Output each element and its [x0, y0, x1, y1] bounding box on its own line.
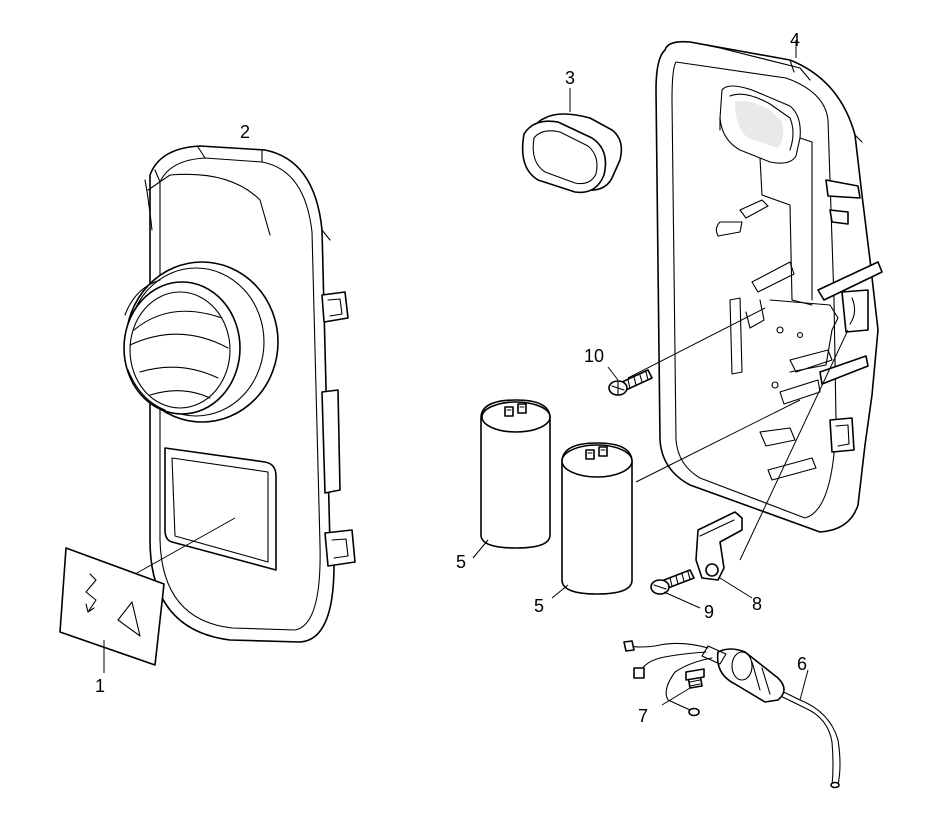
clip-part-8: [695, 511, 753, 599]
callout-5a: 5: [456, 552, 466, 572]
screw-part-7: [661, 668, 705, 706]
capacitor-part-5a: [472, 399, 551, 559]
lightning-bolt-icon: [85, 573, 97, 613]
screw-part-9: [650, 569, 701, 609]
callout-3: 3: [565, 68, 575, 88]
grommet-part-3: [521, 88, 623, 194]
callout-1: 1: [95, 676, 105, 696]
warning-triangle-icon: [117, 601, 141, 637]
warning-label-part-1: [59, 547, 165, 673]
callout-labels: 2 1 3 4 10 5 5 9 8 6 7: [95, 30, 807, 726]
callout-8: 8: [752, 594, 762, 614]
callout-9: 9: [704, 602, 714, 622]
rear-housing-part-4: [655, 40, 883, 561]
callout-4: 4: [790, 30, 800, 50]
callout-2: 2: [240, 122, 250, 142]
callout-5b: 5: [534, 596, 544, 616]
callout-6: 6: [797, 654, 807, 674]
capacitor-part-5b: [551, 399, 801, 599]
callout-10: 10: [584, 346, 604, 366]
callout-7: 7: [638, 706, 648, 726]
cable-part-6: [623, 640, 841, 789]
front-cover-part-2: [123, 145, 356, 643]
screw-part-10: [607, 307, 766, 396]
